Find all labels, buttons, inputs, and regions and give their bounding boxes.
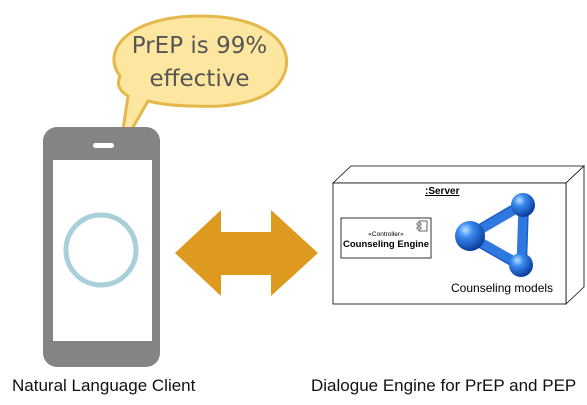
smartphone-icon [43,127,160,367]
speech-bubble-line-2: effective [149,66,250,92]
network-graph-icon [455,193,535,277]
component-stereotype: «Controller» [368,231,404,238]
counseling-engine-component [340,217,432,259]
component-icon [416,220,428,232]
server-caption: Dialogue Engine for PrEP and PEP [311,376,577,395]
server-title: :Server [425,186,460,197]
counseling-models-label: Counseling models [451,281,554,295]
client-caption: Natural Language Client [12,376,196,395]
speech-bubble-line-1: PrEP is 99% [131,33,268,59]
component-name: Counseling Engine [342,239,430,250]
speech-bubble-text: PrEP is 99% effective [112,30,287,96]
bidirectional-arrow [175,210,318,296]
ring-icon [63,212,139,288]
